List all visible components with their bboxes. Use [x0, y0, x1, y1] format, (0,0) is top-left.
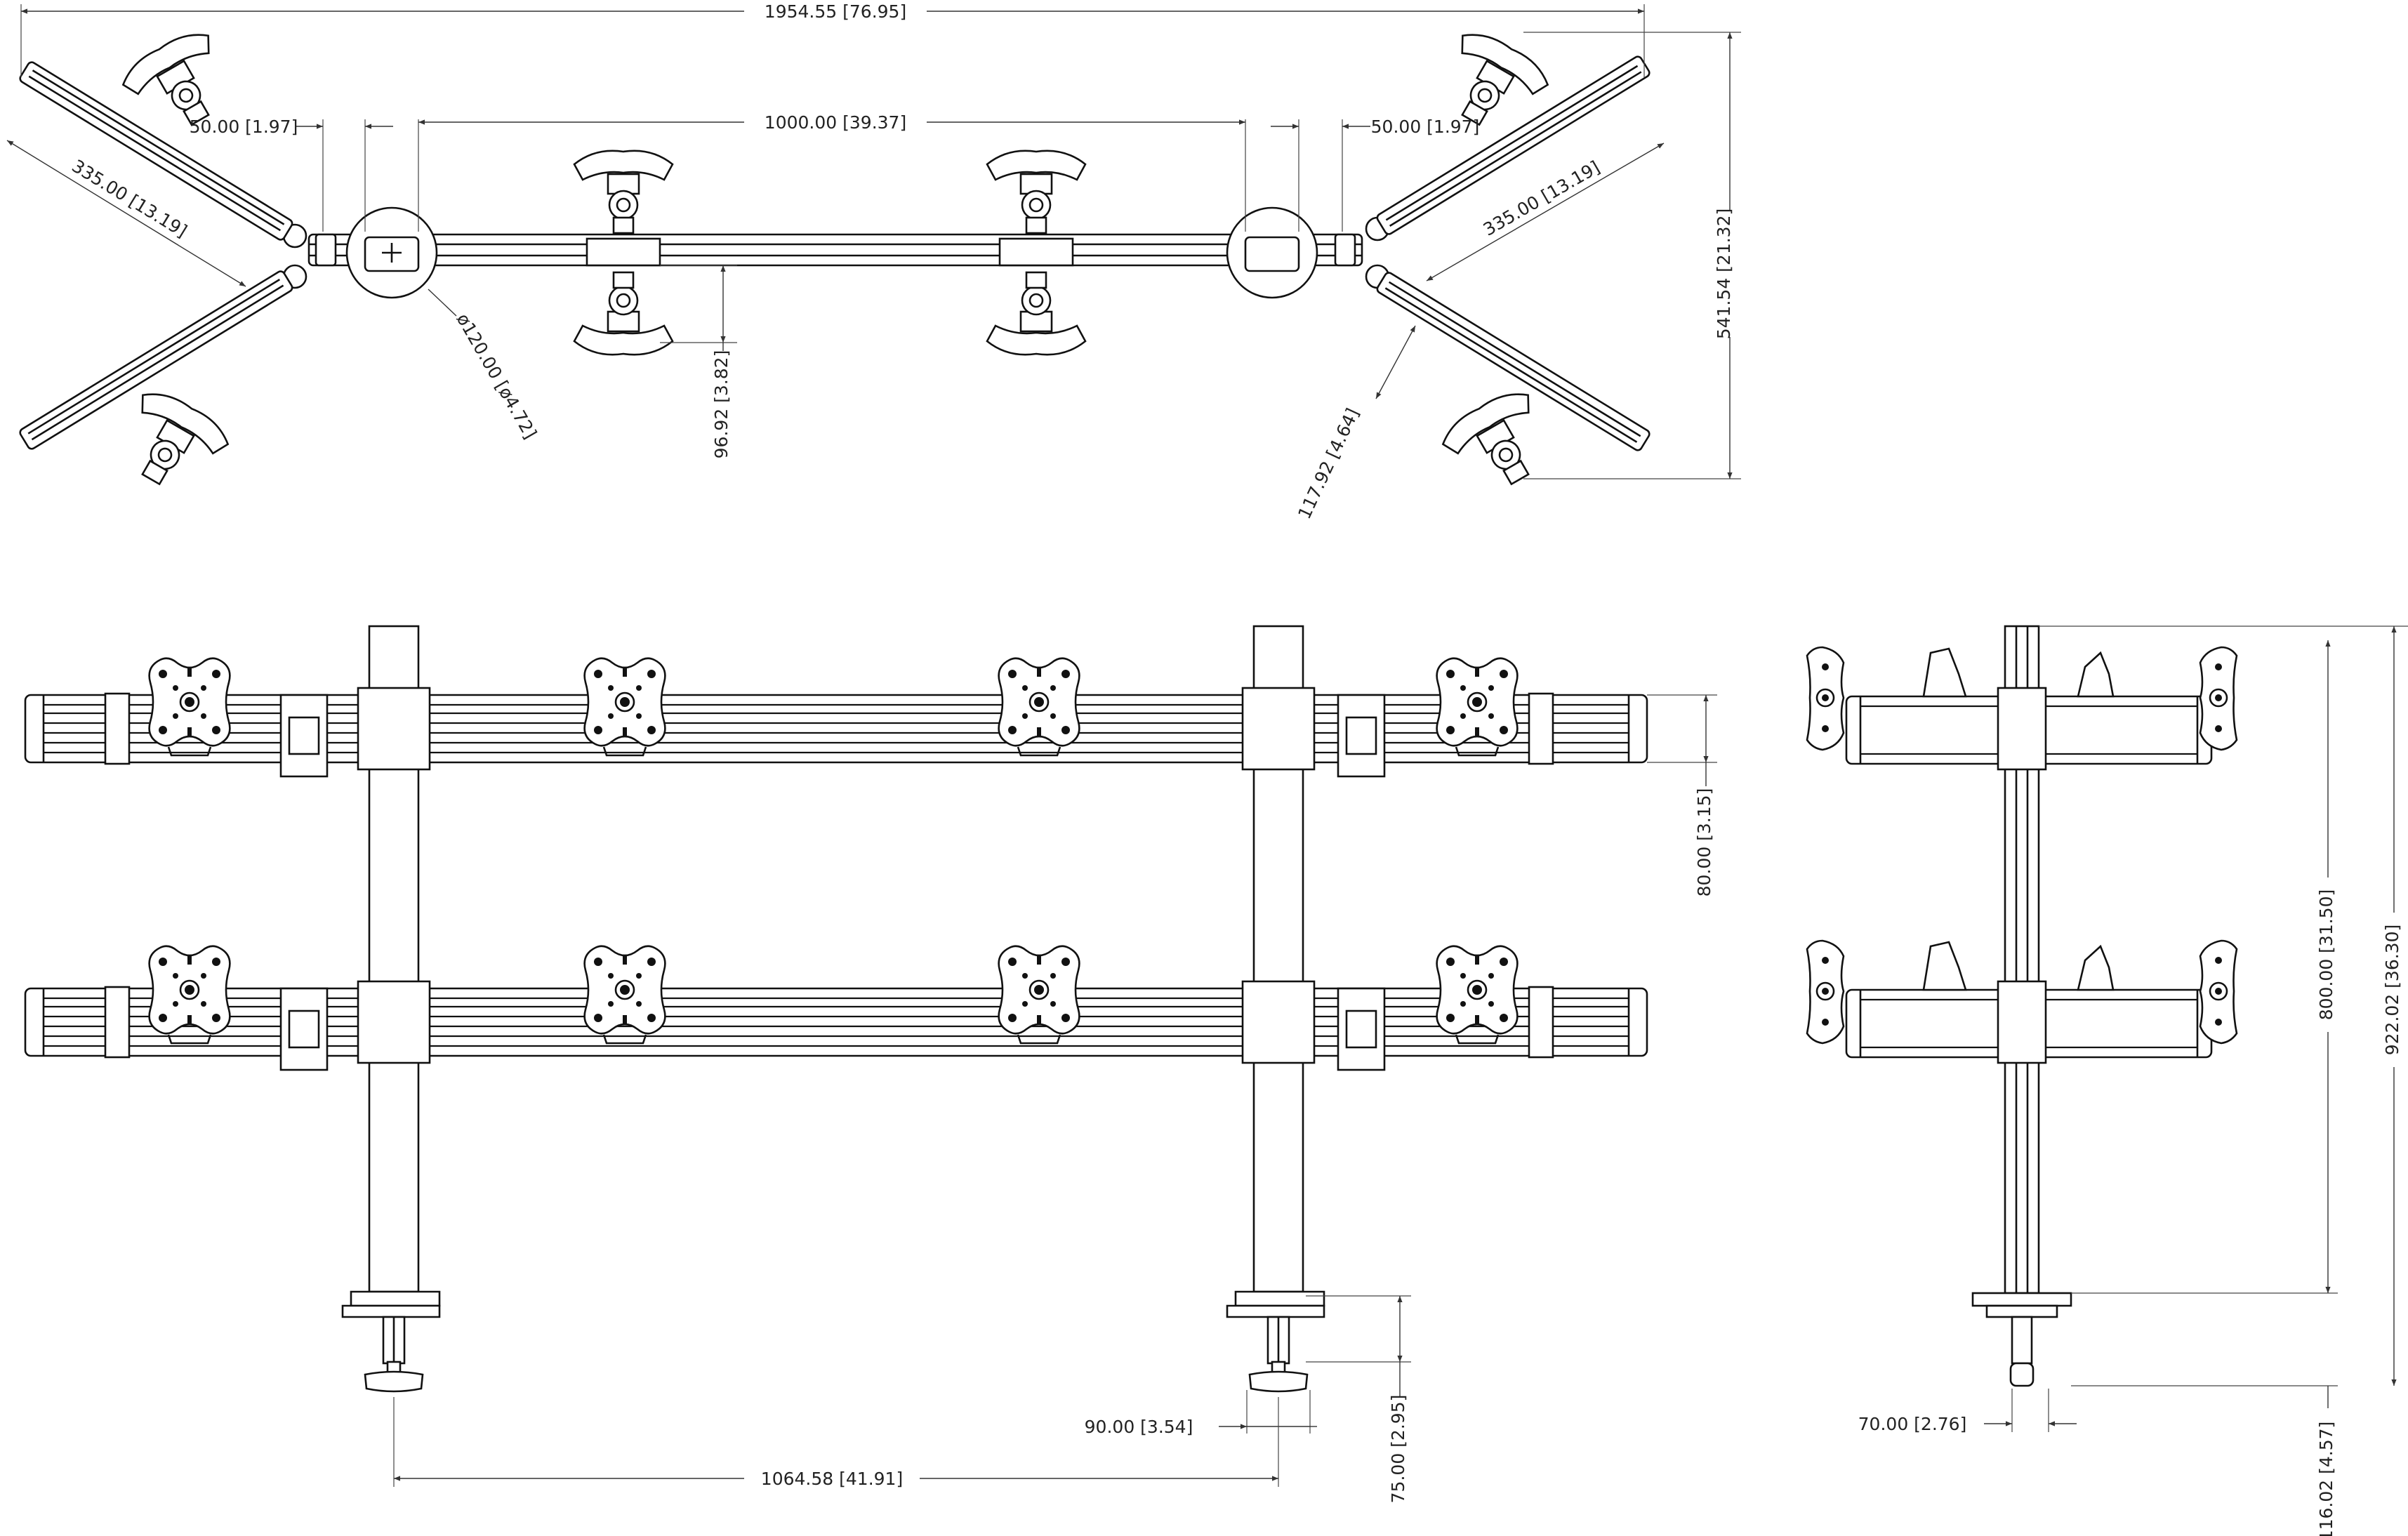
dim-side-clamp-height: 116.02 [4.57]: [2316, 1422, 2336, 1536]
side-desk-clamp: [1971, 1292, 2072, 1387]
side-view: 800.00 [31.50] 922.02 [36.30] 116.02 [4.…: [1806, 625, 2408, 1536]
lower-crossbar: [24, 987, 1648, 1057]
dim-front-clamp-spacing: 1064.58 [41.91]: [761, 1469, 903, 1489]
dim-top-gap-right: 50.00 [1.97]: [1371, 117, 1480, 137]
dim-side-pole-height: 800.00 [31.50]: [2316, 889, 2336, 1021]
dim-side-clamp-width: 70.00 [2.76]: [1858, 1414, 1967, 1434]
dim-front-clamp-height: 75.00 [2.95]: [1388, 1395, 1408, 1504]
dim-top-pole-diameter: ø120.00 [ø4.72]: [453, 310, 541, 442]
upper-crossbar: [24, 694, 1648, 764]
dim-top-depth: 541.54 [21.32]: [1714, 208, 1734, 340]
dim-top-width: 1954.55 [76.95]: [765, 1, 906, 22]
dim-top-pole-spacing: 1000.00 [39.37]: [765, 112, 906, 133]
top-view: 1954.55 [76.95] 1000.00 [39.37] 50.00 [1…: [6, 1, 1741, 522]
dim-top-offset-center: 96.92 [3.82]: [711, 350, 732, 459]
right-desk-clamp: [1226, 1290, 1325, 1393]
left-desk-clamp: [341, 1290, 441, 1393]
dim-top-offset-right: 117.92 [4.64]: [1294, 405, 1363, 522]
front-view: 80.00 [3.15] 75.00 [2.95] 90.00 [3.54] 1…: [24, 625, 1717, 1504]
dim-front-bar-height: 80.00 [3.15]: [1694, 788, 1714, 897]
dim-top-arm-right: 335.00 [13.19]: [1480, 157, 1603, 239]
dim-top-gap-left: 50.00 [1.97]: [190, 117, 298, 137]
dim-side-total-height: 922.02 [36.30]: [2382, 925, 2402, 1056]
dim-front-clamp-width: 90.00 [3.54]: [1085, 1417, 1193, 1437]
